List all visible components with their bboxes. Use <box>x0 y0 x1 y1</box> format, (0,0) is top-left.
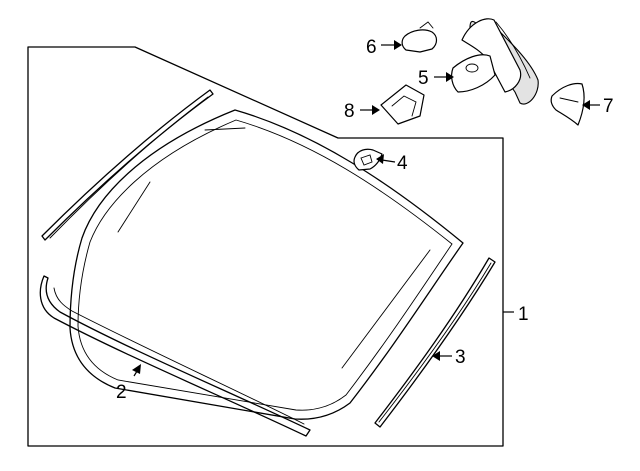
bracket <box>380 84 425 125</box>
sensor <box>401 21 438 53</box>
callout-6: 6 <box>366 37 377 58</box>
upper-molding <box>41 89 214 241</box>
assembly-boundary <box>27 46 504 447</box>
mirror-mount <box>451 18 539 105</box>
callout-4: 4 <box>397 153 408 174</box>
windshield-glass <box>69 109 464 420</box>
side-molding <box>374 257 496 428</box>
callout-2: 2 <box>116 382 127 403</box>
callout-1: 1 <box>518 304 529 325</box>
lower-molding <box>39 275 311 437</box>
callout-5: 5 <box>418 68 429 89</box>
callout-8: 8 <box>344 101 355 122</box>
callout-7: 7 <box>603 96 614 117</box>
callout-leaders <box>132 40 600 377</box>
callout-3: 3 <box>455 347 466 368</box>
retainer-clip <box>353 148 383 171</box>
cover <box>550 82 585 126</box>
